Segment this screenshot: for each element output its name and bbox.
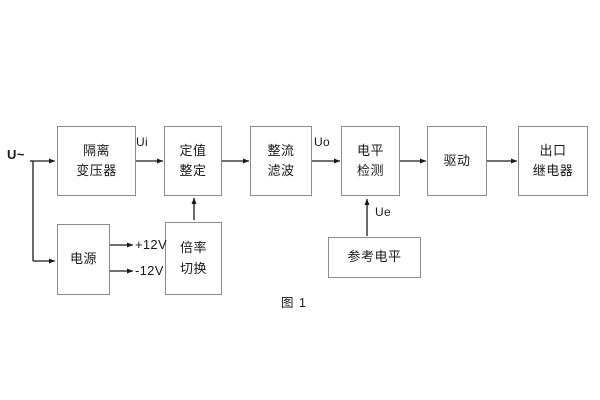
block-setting-value-line-2: 整定 xyxy=(179,163,207,178)
block-reference-level-line-1: 参考电平 xyxy=(347,249,402,265)
rail-label-positive-12v: +12V xyxy=(135,237,167,252)
figure-caption: 图 1 xyxy=(281,296,307,310)
block-reference-level[interactable]: 参考电平 xyxy=(328,237,421,278)
block-level-detect-line-2: 检测 xyxy=(356,163,384,178)
block-drive-line-1: 驱动 xyxy=(443,152,471,168)
block-multiplier-switch[interactable]: 倍率 切换 xyxy=(165,222,222,295)
block-rectify-filter-line-1: 整流 xyxy=(267,142,295,158)
block-isolation-transformer[interactable]: 隔离 变压器 xyxy=(57,126,136,196)
signal-label-ue: Ue xyxy=(375,205,391,219)
block-power-supply-line-1: 电源 xyxy=(69,251,97,267)
rail-label-negative-12v: -12V xyxy=(135,263,164,278)
block-rectify-filter[interactable]: 整流 滤波 xyxy=(250,126,312,196)
source-label-u-ac: U~ xyxy=(7,147,25,162)
signal-label-ui: Ui xyxy=(136,135,148,149)
block-rectify-filter-line-2: 滤波 xyxy=(267,163,295,178)
block-multiplier-switch-line-1: 倍率 xyxy=(179,240,207,256)
block-setting-value-line-1: 定值 xyxy=(179,142,207,158)
block-multiplier-switch-line-2: 切换 xyxy=(179,260,207,276)
block-level-detect-line-1: 电平 xyxy=(356,142,384,158)
block-isolation-transformer-line-2: 变压器 xyxy=(76,163,117,178)
signal-label-uo: Uo xyxy=(314,135,330,149)
block-isolation-transformer-line-1: 隔离 xyxy=(82,142,110,158)
block-output-relay-line-2: 继电器 xyxy=(532,163,574,178)
block-setting-value[interactable]: 定值 整定 xyxy=(164,126,222,196)
block-level-detect[interactable]: 电平 检测 xyxy=(341,126,400,196)
block-output-relay-line-1: 出口 xyxy=(539,142,567,158)
block-output-relay[interactable]: 出口 继电器 xyxy=(518,126,588,196)
block-power-supply[interactable]: 电源 xyxy=(57,224,110,295)
block-drive[interactable]: 驱动 xyxy=(427,126,487,196)
